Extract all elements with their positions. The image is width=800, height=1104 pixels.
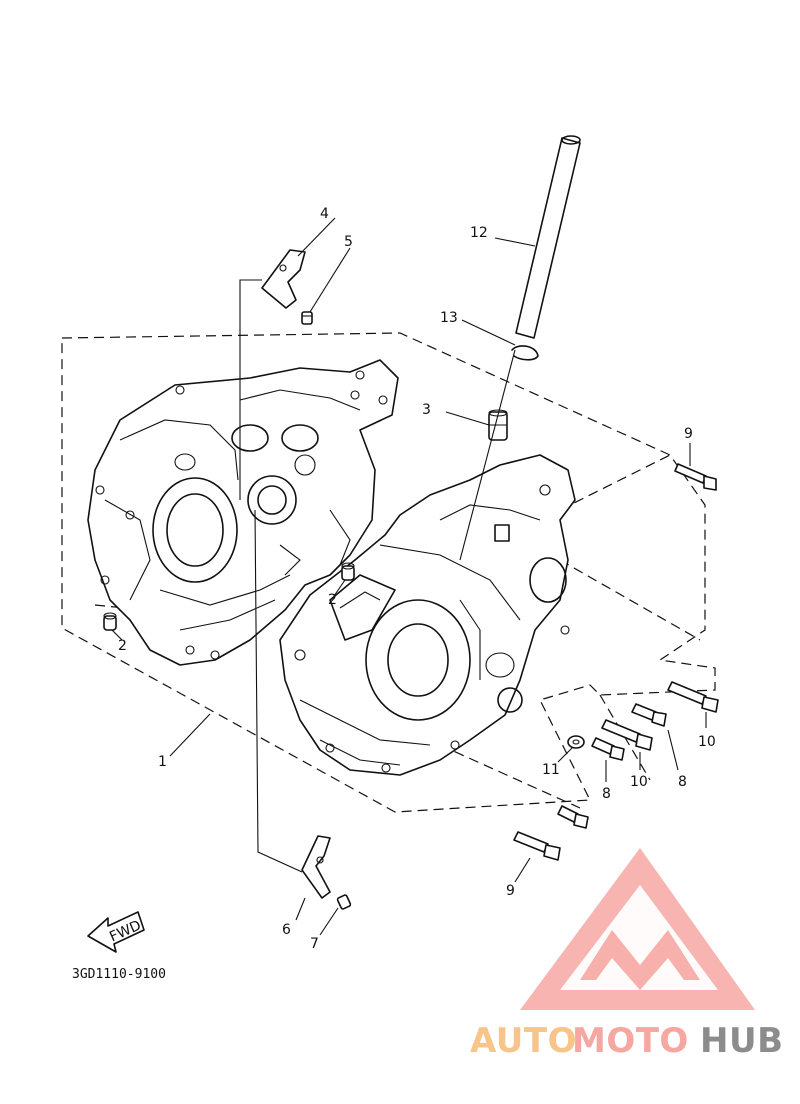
- fwd-label: FWD: [107, 918, 143, 946]
- bolt-8-lower: [591, 737, 625, 761]
- callout-4: 4: [320, 206, 329, 222]
- assembly-dashed-inner-2: [559, 559, 701, 641]
- callout-7: 7: [310, 936, 319, 952]
- callout-10-upper: 10: [698, 734, 716, 750]
- bolt-9-bottom: [513, 831, 561, 861]
- bolt-8-bottom: [557, 805, 589, 829]
- callout-8-lower: 8: [602, 786, 611, 802]
- bolt-9-top: [674, 463, 717, 491]
- dowel-pin-right: [341, 562, 355, 581]
- bolt-10-lower: [601, 719, 653, 751]
- diagram-code: 3GD1110-9100: [72, 967, 166, 982]
- bracket-plate-top: [261, 249, 306, 309]
- callout-11: 11: [542, 762, 560, 778]
- right-crankcase-half: [279, 454, 576, 776]
- screw-top: [301, 311, 313, 325]
- assembly-dashed-inner-4: [439, 744, 581, 809]
- fwd-arrow: FWD: [87, 911, 145, 953]
- callout-9-top: 9: [684, 426, 693, 442]
- automotohub-logo: AUTO MOTO HUB: [470, 848, 783, 1061]
- bolt-10-upper: [667, 681, 719, 713]
- logo-text-moto: MOTO: [572, 1021, 689, 1061]
- screw-bottom: [336, 894, 352, 910]
- callout-3: 3: [422, 402, 431, 418]
- logo-text-hub: HUB: [700, 1021, 783, 1061]
- callout-8-upper: 8: [678, 774, 687, 790]
- callout-6: 6: [282, 922, 291, 938]
- washer: [567, 735, 585, 749]
- callout-2-right: 2: [328, 592, 337, 608]
- assembly-dashed-outline: [61, 332, 716, 813]
- callout-5: 5: [344, 234, 353, 250]
- dowel-pin-left: [103, 612, 117, 631]
- logo-m-shape: [580, 930, 700, 990]
- left-crankcase-half: [87, 359, 399, 666]
- bolt-8-upper: [631, 703, 667, 727]
- breather-hose: [515, 135, 581, 339]
- logo-text-auto: AUTO: [470, 1021, 577, 1061]
- callout-labels: 1 2 2 3 4 5 6 7 8 8 9 9 10 10 11 12 13: [118, 206, 716, 952]
- callout-12: 12: [470, 225, 488, 241]
- callout-13: 13: [440, 310, 458, 326]
- leader-lines: [111, 217, 707, 936]
- callout-9-bottom: 9: [506, 883, 515, 899]
- callout-10-lower: 10: [630, 774, 648, 790]
- assembly-dashed-inner: [559, 454, 671, 511]
- bracket-plate-bottom: [301, 835, 331, 899]
- hose-clip: [511, 345, 539, 361]
- callout-1: 1: [158, 754, 167, 770]
- callout-2-left: 2: [118, 638, 127, 654]
